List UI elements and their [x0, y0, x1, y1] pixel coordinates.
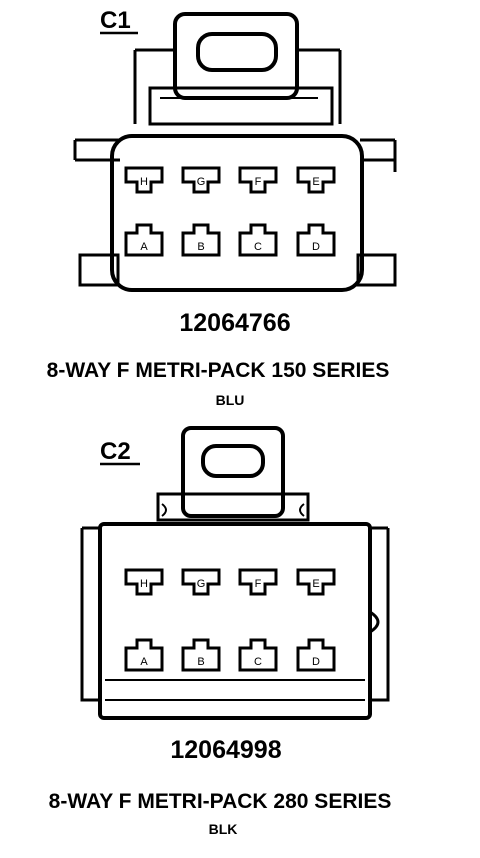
- c1-part-number: 12064766: [179, 309, 290, 337]
- c2-pin-label-h: H: [140, 578, 148, 590]
- c2-wire-color: BLK: [209, 821, 238, 837]
- c2-pin-label-c: C: [254, 656, 262, 668]
- c1-cavity-f: F: [238, 166, 278, 194]
- c1-wire-color: BLU: [216, 392, 245, 408]
- c2-pin-label-a: A: [140, 656, 148, 668]
- c1-pin-label-a: A: [140, 241, 148, 253]
- c2-cavity-c: C: [238, 638, 278, 672]
- c1-pin-label-h: H: [140, 176, 148, 188]
- c1-label: C1: [100, 7, 131, 34]
- c1-cavity-a: A: [124, 223, 164, 257]
- c1-pin-label-b: B: [197, 241, 204, 253]
- c1-side-rails: [73, 138, 397, 287]
- c1-pin-label-e: E: [312, 176, 319, 188]
- c2-housing: [80, 522, 390, 720]
- c1-cavity-e: E: [296, 166, 336, 194]
- c2-cavity-h: H: [124, 568, 164, 596]
- c2-latch: [156, 426, 310, 522]
- c2-cavity-d: D: [296, 638, 336, 672]
- c1-cavity-g: G: [181, 166, 221, 194]
- c2-part-number: 12064998: [170, 736, 281, 764]
- c1-housing: [110, 134, 364, 292]
- c1-cavity-c: C: [238, 223, 278, 257]
- c1-cavity-b: B: [181, 223, 221, 257]
- c2-description: 8-WAY F METRI-PACK 280 SERIES: [49, 790, 392, 813]
- c1-latch: [133, 12, 342, 126]
- c2-cavity-b: B: [181, 638, 221, 672]
- c2-pin-label-d: D: [312, 656, 320, 668]
- c2-cavity-g: G: [181, 568, 221, 596]
- c1-pin-label-c: C: [254, 241, 262, 253]
- c1-description: 8-WAY F METRI-PACK 150 SERIES: [47, 359, 390, 382]
- c2-cavity-a: A: [124, 638, 164, 672]
- c2-label: C2: [100, 438, 131, 465]
- c1-cavity-d: D: [296, 223, 336, 257]
- connector-c2: C2 H G F: [49, 426, 392, 837]
- connector-c1: C1 H G F: [47, 7, 397, 408]
- c2-pin-label-b: B: [197, 656, 204, 668]
- c1-pin-label-f: F: [255, 176, 262, 188]
- c1-pin-label-g: G: [197, 176, 206, 188]
- c2-cavity-e: E: [296, 568, 336, 596]
- c2-pin-label-g: G: [197, 578, 206, 590]
- c2-pin-label-e: E: [312, 578, 319, 590]
- c1-pin-label-d: D: [312, 241, 320, 253]
- c2-cavity-f: F: [238, 568, 278, 596]
- c1-cavity-h: H: [124, 166, 164, 194]
- c2-pin-label-f: F: [255, 578, 262, 590]
